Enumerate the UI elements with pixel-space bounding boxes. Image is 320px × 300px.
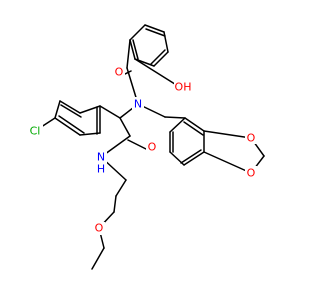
bond-line — [203, 151, 252, 174]
atom-o-carbonyl-benzoyl: O — [115, 66, 124, 79]
atom-o-carbonyl-amide: O — [148, 141, 157, 154]
bond-line — [203, 130, 252, 139]
atom-n-amide: N — [97, 151, 105, 164]
bond-line — [183, 121, 204, 136]
atom-o-ether: O — [95, 222, 104, 235]
bond-line — [134, 58, 179, 87]
atom-h-amide: H — [97, 163, 105, 176]
atom-label-layer: O OH N Cl O O O N H O — [27, 66, 257, 235]
atom-o-dioxole-upper: O — [247, 132, 256, 145]
bond-line — [132, 39, 139, 60]
bond-line — [54, 117, 81, 136]
bond-line — [183, 151, 205, 166]
bond-line — [184, 117, 205, 132]
bond-line — [153, 51, 169, 67]
bond-line — [169, 117, 186, 133]
bond-line — [150, 49, 166, 65]
bond-line — [60, 104, 82, 118]
bond-line — [163, 31, 169, 53]
atom-oh-phenol: OH — [175, 81, 192, 94]
bond-line — [119, 117, 131, 137]
bond-line — [99, 105, 121, 119]
bond-line — [145, 28, 166, 37]
molecule-structure: O OH N Cl O O O N H O — [27, 24, 265, 270]
atom-o-dioxole-lower: O — [247, 167, 256, 180]
bond-line — [113, 195, 117, 213]
bond-line — [54, 100, 61, 119]
atom-n-tertiary-amine: N — [134, 98, 142, 111]
bond-line — [58, 115, 85, 134]
bond-line — [129, 24, 146, 41]
bond-line — [115, 179, 127, 197]
bond-line — [91, 247, 105, 270]
bond-line — [126, 39, 131, 69]
bond-line — [180, 149, 202, 164]
bond-line — [164, 116, 186, 119]
bond-line — [129, 39, 136, 60]
atom-cl-chloro: Cl — [30, 125, 41, 138]
bond-line — [144, 24, 165, 33]
bond-line — [59, 100, 81, 114]
